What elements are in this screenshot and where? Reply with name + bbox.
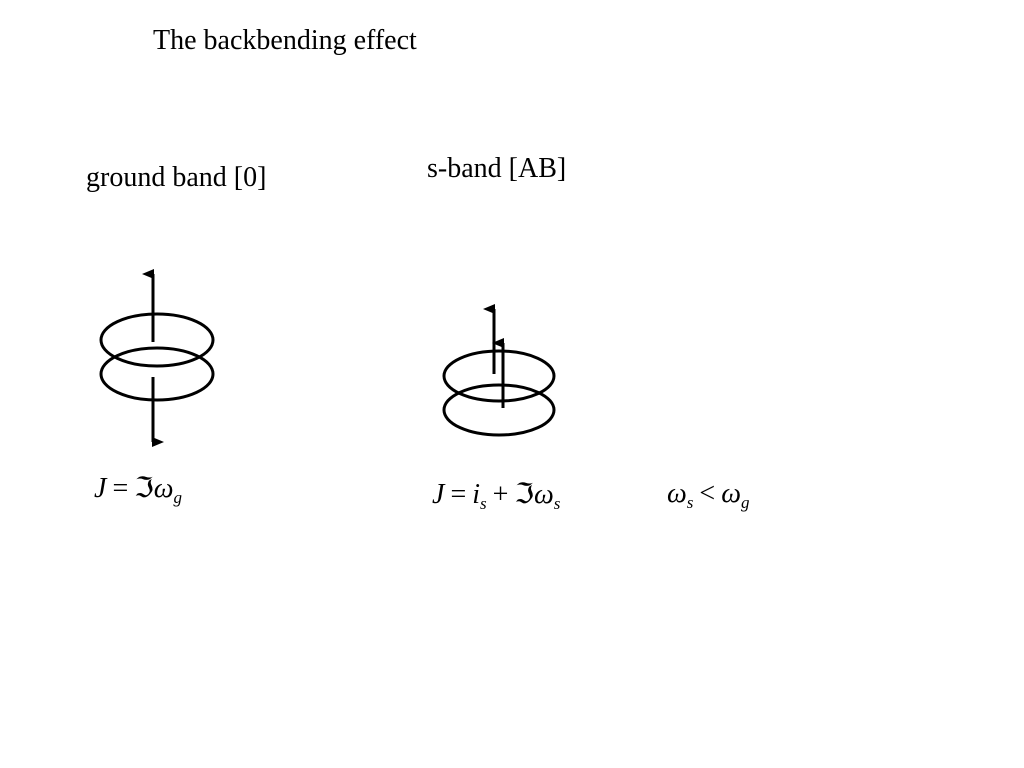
formula-moment-of-inertia: ℑ [514,477,534,510]
ground-upper-ring [99,312,215,368]
slide-title: The backbending effect [153,25,417,56]
formula-j: J [432,479,445,510]
formula-plus: + [492,479,509,510]
s-band-upper-ring [442,349,556,403]
ground-band-label: ground band [0] [86,162,267,193]
compare-less-than: < [699,478,716,509]
s-band-label: s-band [AB] [427,153,567,184]
s-band-formula: J=is+ℑωs [432,477,560,513]
formula-equals: = [112,473,129,504]
formula-omega: ω [533,479,554,510]
formula-j: J [94,473,107,504]
formula-i: i [472,479,481,510]
compare-omega-right: ω [721,478,741,509]
formula-omega-subscript: s [553,494,561,513]
s-band-diagram [442,304,556,437]
compare-omega-left: ω [667,478,687,509]
ground-band-diagram [99,269,215,447]
compare-left-subscript: s [686,493,694,512]
formula-omega-subscript: g [173,488,183,507]
formula-equals: = [450,479,467,510]
frequency-comparison: ωs<ωg [667,478,749,512]
s-band-lower-ring [442,383,556,437]
formula-moment-of-inertia: ℑ [134,471,154,504]
ground-band-formula: J=ℑωg [94,471,182,507]
formula-i-subscript: s [480,494,487,513]
ground-lower-ring [99,346,215,402]
compare-right-subscript: g [740,493,750,512]
formula-omega: ω [153,473,174,504]
